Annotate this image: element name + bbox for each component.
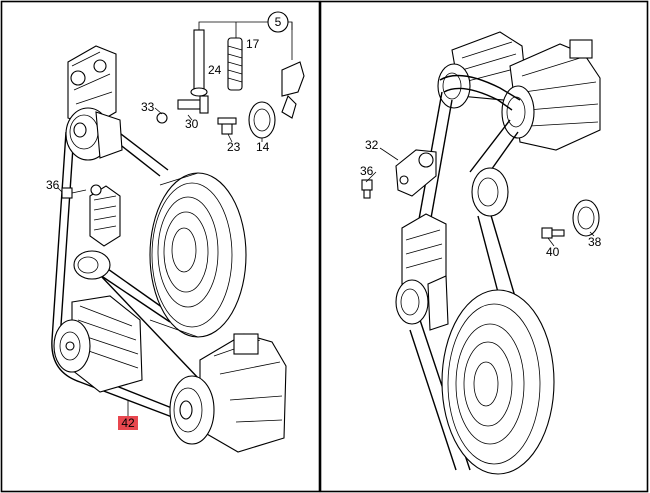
tensioner-bracket-32: [395, 149, 437, 197]
callout-36-right: 36: [360, 164, 374, 178]
callout-36-left: 36: [46, 178, 60, 192]
tensioner-assembly-right: [395, 213, 449, 331]
callout-5: 5: [275, 15, 282, 29]
crankshaft-pulley-right: [441, 289, 555, 475]
callout-23: 23: [227, 140, 241, 154]
roller-38: [572, 199, 600, 237]
crankshaft-pulley-left: [149, 172, 247, 338]
callout-40: 40: [546, 245, 560, 259]
upper-idler-pulley: [65, 107, 123, 161]
tensioner-pulley-left: [73, 250, 111, 280]
callout-14: 14: [256, 140, 270, 154]
ac-compressor-left: [169, 333, 287, 453]
upper-mount-bracket: [67, 45, 117, 127]
pin-24: [190, 29, 208, 97]
leader-lines-left: [57, 21, 293, 416]
bolt-23: [217, 117, 237, 135]
callout-17: 17: [246, 37, 260, 51]
callout-42: 42: [121, 416, 135, 430]
spring-17: [227, 37, 243, 91]
panel-frame-left: [0, 0, 321, 493]
callout-circle-5: [267, 11, 289, 33]
callout-24: 24: [208, 63, 222, 77]
leader-lines-right: [365, 147, 595, 247]
bolt-36-left: [61, 187, 87, 199]
bolt-40: [541, 227, 565, 239]
tensioner-assembly-left: [89, 184, 121, 247]
callout-30: 30: [185, 117, 199, 131]
alternator-left: [53, 295, 143, 393]
callout-38: 38: [588, 235, 602, 249]
callout-32: 32: [365, 138, 379, 152]
bolt-30: [177, 95, 209, 114]
right-panel: 32 36 40 38: [360, 31, 602, 475]
panel-frame-right: [319, 0, 649, 493]
roller-14: [248, 101, 276, 139]
lever-5: [281, 61, 305, 119]
callout-42-highlight: [118, 416, 138, 430]
bolt-36-right: [361, 179, 373, 199]
idler-pulley-right: [471, 167, 509, 217]
bolt-33: [156, 112, 168, 124]
ac-compressor-right: [501, 39, 601, 151]
callout-33: 33: [141, 100, 155, 114]
left-panel: 5 17 24 33 30 23 14 36 42: [46, 11, 305, 453]
